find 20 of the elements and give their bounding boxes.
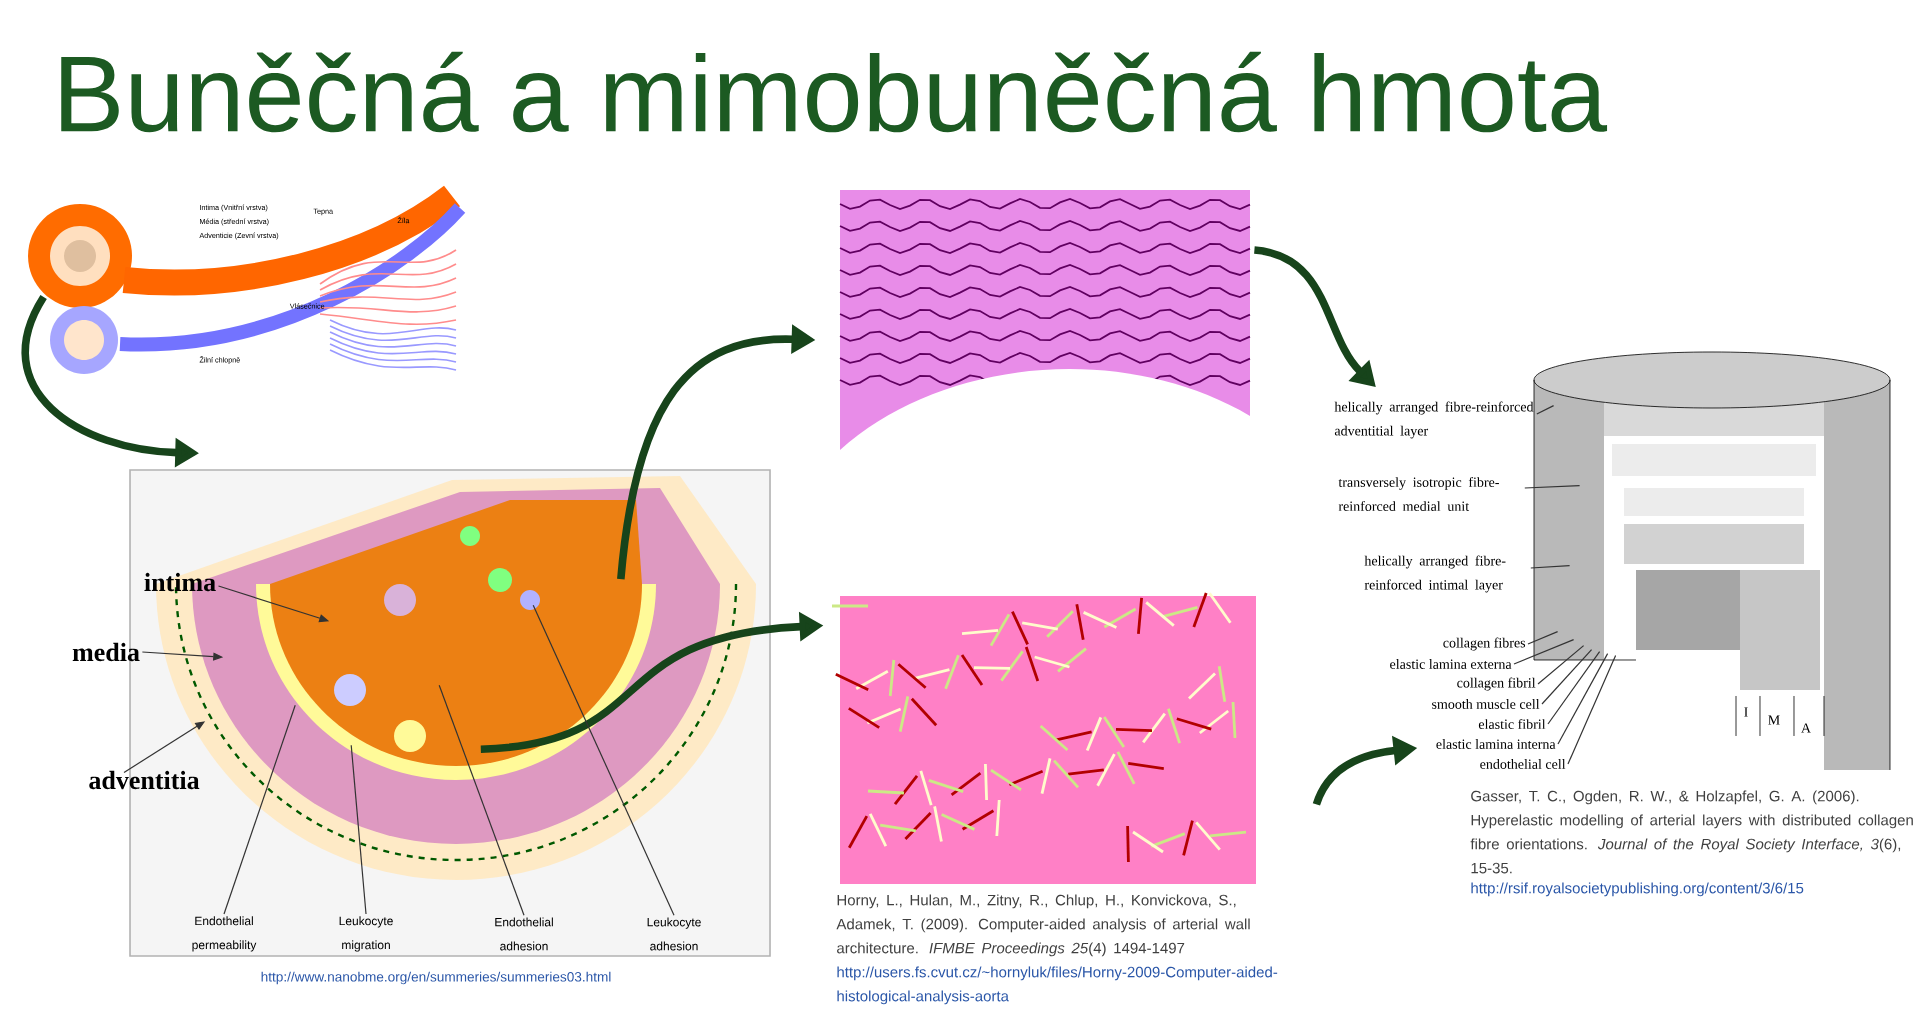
layer-label: intima xyxy=(144,572,216,592)
leader-line xyxy=(1537,645,1585,685)
leader-line xyxy=(532,604,675,916)
slide-title: Buněčná a mimobuněčná hmota xyxy=(61,51,1608,133)
leader-line xyxy=(1536,405,1555,415)
leader-line xyxy=(1541,649,1593,705)
leader-line xyxy=(1557,653,1609,745)
leader-line xyxy=(438,684,525,916)
leader-line xyxy=(1530,565,1571,569)
leader-line xyxy=(1524,485,1581,489)
leader-line xyxy=(1527,631,1559,645)
layer-label: adventitia xyxy=(89,770,200,790)
leader-line xyxy=(350,744,367,915)
histology-photo xyxy=(832,592,1256,884)
leader-line xyxy=(1547,651,1601,725)
leader-line xyxy=(223,704,296,915)
layer-label: media xyxy=(72,642,140,662)
histology-photo xyxy=(839,190,1251,450)
leader-line xyxy=(1513,639,1575,665)
leader-line xyxy=(1567,655,1617,765)
